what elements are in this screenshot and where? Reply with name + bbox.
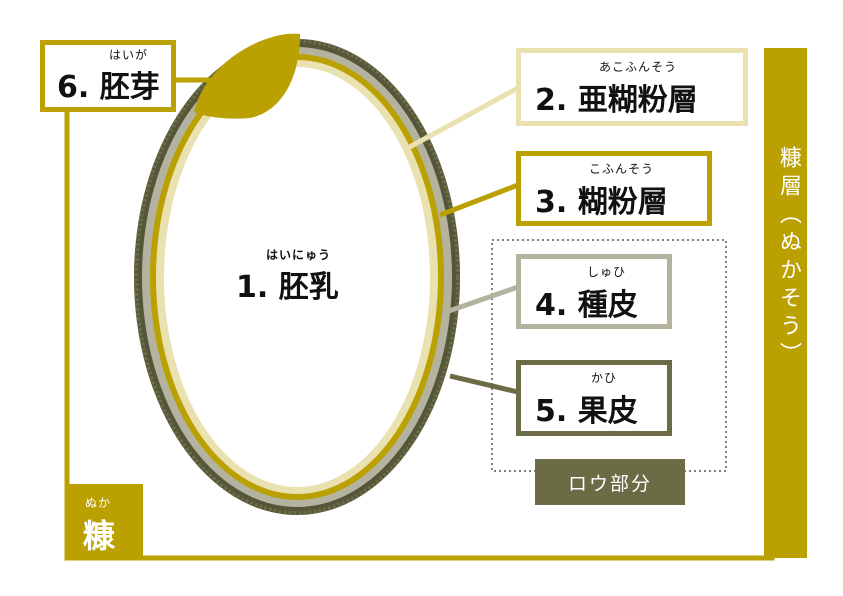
germ-ruby: はいが (109, 48, 149, 62)
endosperm-text: 1. 胚乳 (236, 270, 339, 305)
bran-corner-label: ぬか 糠 (67, 484, 143, 558)
connector-subaleurone (402, 85, 520, 153)
aleurone-label-box: こふんそう 3. 糊粉層 (516, 151, 712, 226)
endosperm-ruby: はいにゅう (266, 248, 332, 262)
seed-coat-ruby: しゅひ (587, 265, 627, 279)
endosperm-label: はいにゅう 1. 胚乳 (236, 246, 366, 306)
bran-corner-text: 糠 (83, 517, 116, 555)
bran-layer-vertical-text: 糠層（ぬかそう） (776, 146, 801, 370)
seed-coat-text: 4. 種皮 (535, 288, 638, 323)
seed-coat-label-box: しゅひ 4. 種皮 (516, 254, 672, 329)
wax-part-label: ロウ部分 (535, 459, 685, 505)
aleurone-ruby: こふんそう (589, 162, 655, 176)
germ-text: 6. 胚芽 (57, 70, 160, 105)
pericarp-texture (134, 39, 460, 515)
connector-seed-coat (445, 284, 519, 315)
subaleurone-label-box: あこふんそう 2. 亜糊粉層 (516, 48, 748, 126)
pericarp-label-box: かひ 5. 果皮 (516, 360, 672, 436)
pericarp-text: 5. 果皮 (535, 394, 638, 429)
bran-corner-ruby: ぬか (85, 496, 112, 510)
germ-shape (194, 33, 300, 119)
germ-label-box: はいが 6. 胚芽 (40, 40, 176, 112)
subaleurone-text: 2. 亜糊粉層 (535, 83, 698, 118)
subaleurone-ruby: あこふんそう (599, 60, 678, 74)
endosperm-body (164, 67, 430, 487)
pericarp-ruby: かひ (591, 371, 618, 385)
aleurone-text: 3. 糊粉層 (535, 185, 668, 220)
connector-pericarp (449, 373, 519, 395)
connector-aleurone (439, 182, 519, 218)
bran-layer-bar: 糠層（ぬかそう） (764, 48, 807, 558)
